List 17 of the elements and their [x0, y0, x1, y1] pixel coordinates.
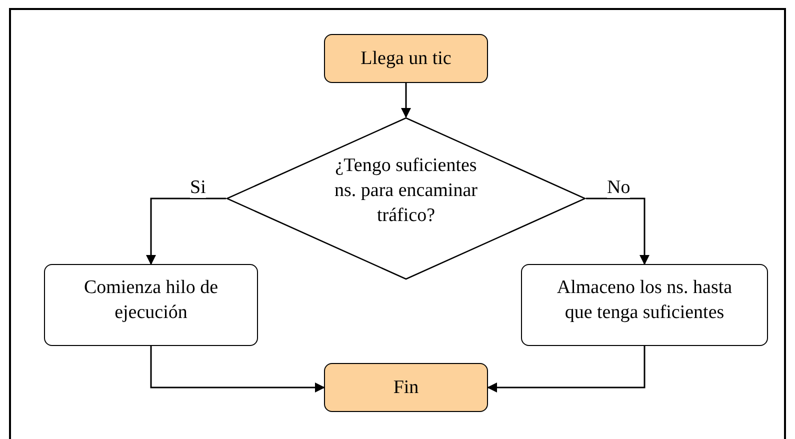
process-box — [44, 264, 258, 346]
node-text: Fin — [393, 376, 419, 400]
edge-label: Si — [190, 178, 206, 198]
node-text: Comienza hilo de ejecución — [82, 276, 220, 325]
arrow — [150, 346, 325, 392]
arrow — [487, 346, 646, 392]
decision-diamond — [226, 117, 586, 280]
node-text: Llega un tic — [360, 47, 452, 71]
arrow — [401, 83, 411, 118]
node-text: Almaceno los ns. hasta que tenga suficientes — [556, 276, 734, 325]
edge-label: No — [607, 178, 630, 198]
node-text: ¿Tengo suficientes ns. para encaminar tráfico? — [334, 154, 478, 228]
terminal-box — [324, 34, 488, 83]
terminal-box — [324, 363, 488, 412]
arrow — [586, 198, 650, 265]
arrow — [146, 198, 226, 265]
process-box — [521, 264, 768, 346]
